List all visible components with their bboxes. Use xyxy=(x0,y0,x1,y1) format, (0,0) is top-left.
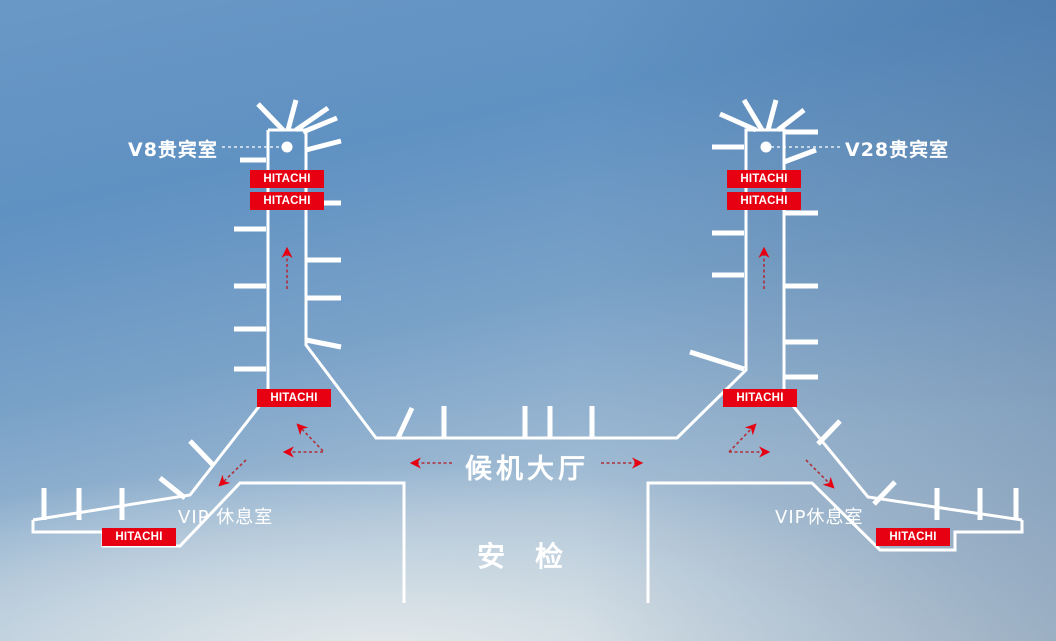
terminal-outline xyxy=(31,128,1024,603)
hitachi-badge-left-pier-1: HITACHI xyxy=(250,170,324,188)
hitachi-badge-left-junction: HITACHI xyxy=(257,389,331,407)
security-check-label: 安检 xyxy=(477,540,594,573)
central-gates xyxy=(395,406,595,440)
left-pier-gates xyxy=(41,99,342,520)
flow-arrow-icon xyxy=(805,459,835,489)
v28-marker-icon xyxy=(760,141,772,153)
hitachi-badge-right-pier-2: HITACHI xyxy=(727,192,801,210)
hitachi-badge-right-junction: HITACHI xyxy=(723,389,797,407)
hitachi-badge-right-pier-1: HITACHI xyxy=(727,170,801,188)
vip-room-markers xyxy=(222,141,840,153)
right-lower-pier-wall xyxy=(646,481,1024,603)
hitachi-badge-right-lower-pier: HITACHI xyxy=(876,528,950,546)
flow-arrow-icon xyxy=(296,423,324,452)
v8-marker-icon xyxy=(281,141,293,153)
left-vip-lounge-label: VIP 休息室 xyxy=(178,507,274,528)
hitachi-badge-left-lower-pier: HITACHI xyxy=(102,528,176,546)
hitachi-badge-left-pier-2: HITACHI xyxy=(250,192,324,210)
flow-arrow-icon xyxy=(218,459,247,487)
flow-arrows xyxy=(218,246,835,489)
right-vip-lounge-label: VIP休息室 xyxy=(775,507,864,528)
departure-hall-label: 候机大厅 xyxy=(465,454,589,485)
left-lower-pier-wall xyxy=(31,481,406,603)
right-pier-gates xyxy=(689,98,1019,520)
v28-vip-room-label: V28贵宾室 xyxy=(845,139,950,161)
v8-vip-room-label: V8贵宾室 xyxy=(128,139,218,161)
concourse-upper-wall xyxy=(32,128,1023,522)
flow-arrow-icon xyxy=(728,423,757,453)
